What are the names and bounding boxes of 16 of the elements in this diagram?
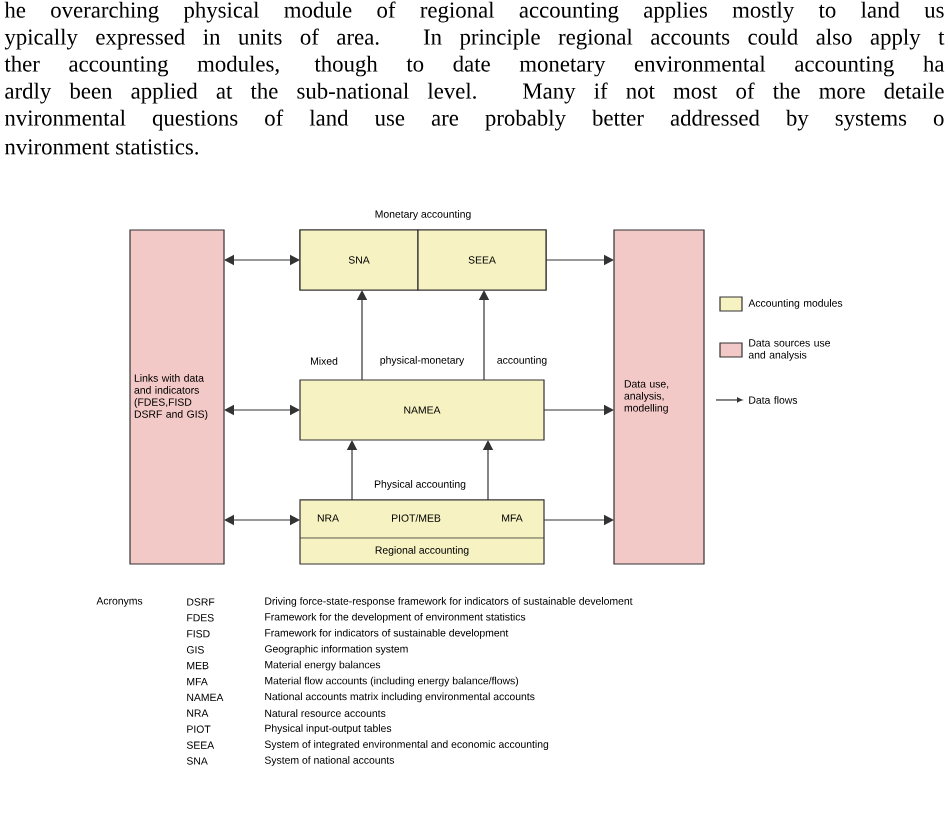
arrow [543,514,614,526]
body-text: ardly been applied at the sub-national level. Many if not most of the more detaile [5,82,944,104]
body-text: nvironmental questions of land use are probably better addressed by systems o [4,109,944,131]
arrow [224,254,300,266]
arrow [346,440,358,501]
arrow [543,404,614,416]
body-text: ypically expressed in units of area. In principle regional accounts could also apply t [4,28,945,50]
arrow [224,514,300,526]
arrow [545,254,614,266]
arrow [224,404,300,416]
arrow [356,290,368,381]
body-text: he overarching physical module of regional accounting applies mostly to land us [4,1,944,23]
arrow [478,290,490,381]
body-text: ther accounting modules, though to date monetary environmental accounting ha [4,55,945,77]
body-text: nvironment statistics. [4,139,198,155]
arrow [482,440,494,501]
